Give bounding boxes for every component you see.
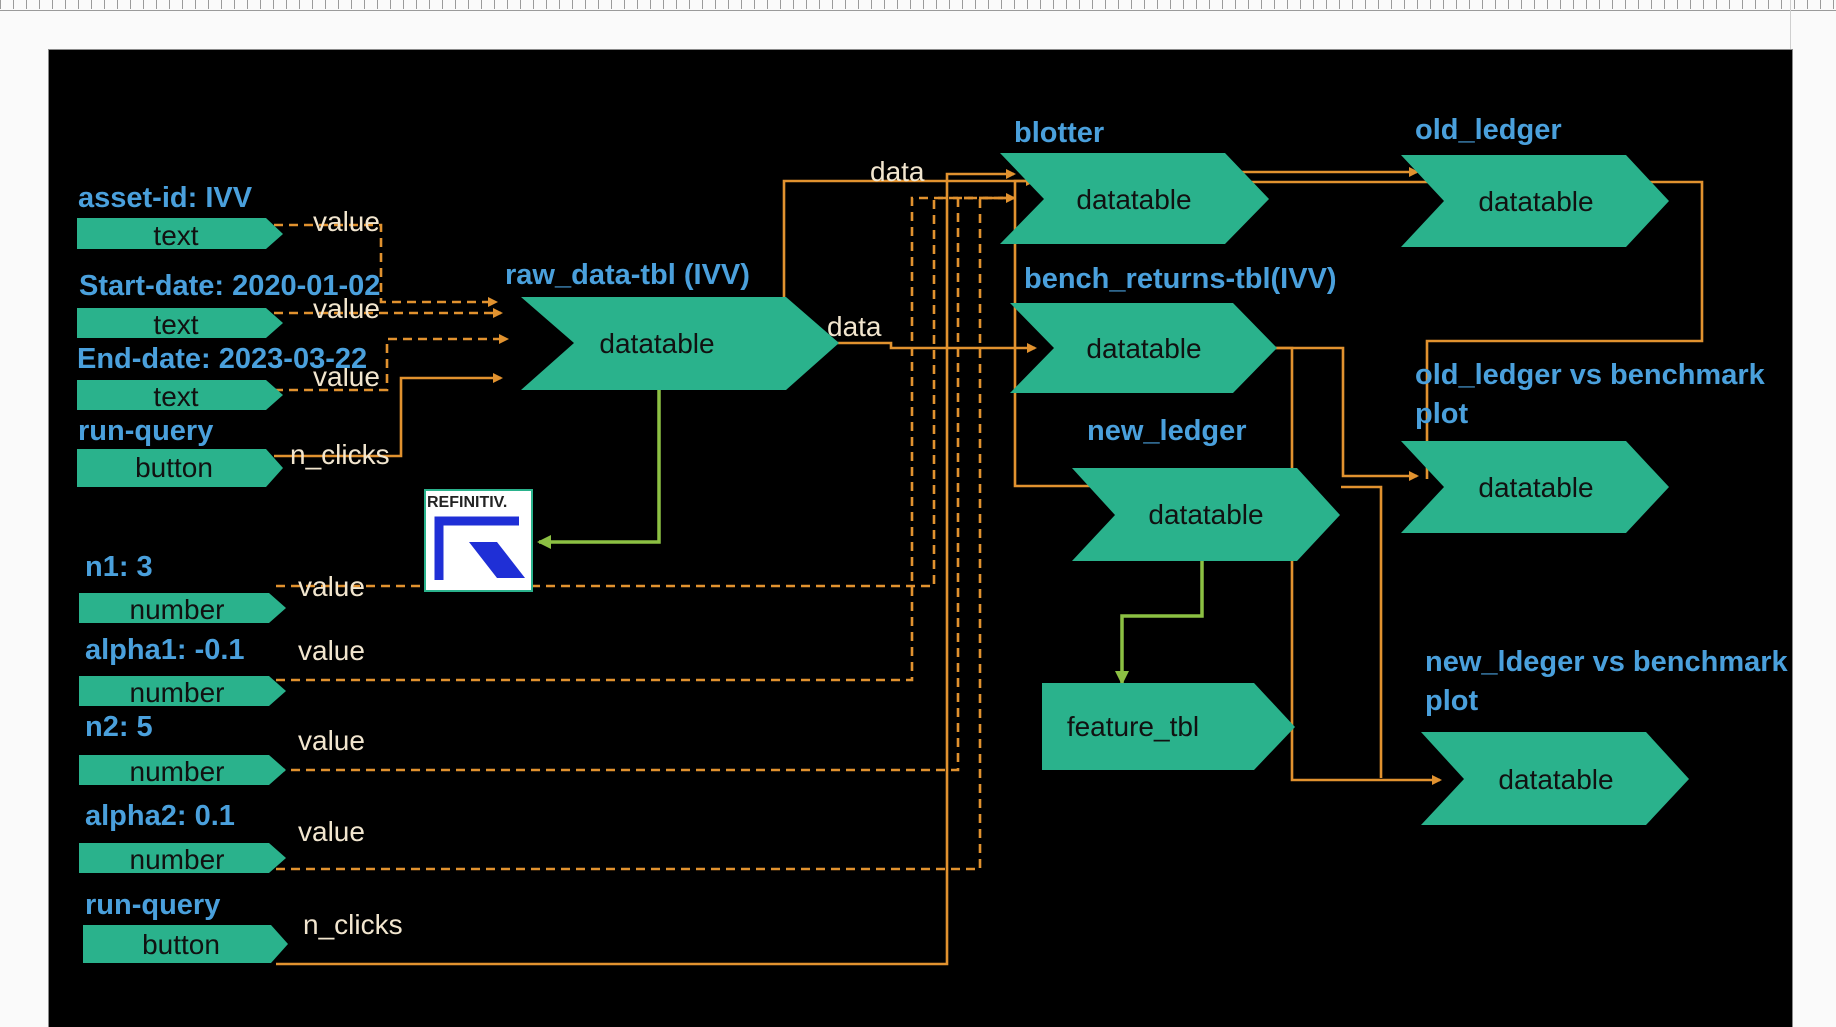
feature-tbl-shape bbox=[1042, 683, 1295, 770]
run-query-button-2[interactable]: run-query button bbox=[83, 889, 288, 963]
edge-label-data-mid: data bbox=[827, 311, 882, 342]
edge-alpha1-to-blotter bbox=[276, 196, 1014, 682]
new-ledger-node[interactable]: new_ledger datatable bbox=[1072, 415, 1340, 561]
edge-label-alpha1: value bbox=[298, 635, 365, 666]
diagram-canvas: value value value n_clicks value value v… bbox=[48, 49, 1793, 1027]
refinitiv-logo: REFINITIV. bbox=[424, 489, 533, 592]
run-query-shape-1 bbox=[77, 449, 283, 487]
new-ledger-title: new_ledger bbox=[1087, 415, 1247, 447]
refinitiv-logo-text: REFINITIV. bbox=[427, 494, 507, 511]
run-query-type-2: button bbox=[142, 929, 220, 960]
edge-bench-to-new-vs-bench bbox=[1257, 346, 1442, 785]
old-vs-bench-title-1: old_ledger vs benchmark bbox=[1415, 359, 1766, 391]
alpha1-shape bbox=[79, 676, 286, 706]
asset-id-type: text bbox=[153, 220, 198, 251]
blotter-node[interactable]: blotter datatable bbox=[1000, 117, 1269, 244]
blotter-title: blotter bbox=[1014, 117, 1104, 149]
bench-returns-shape bbox=[1010, 303, 1277, 393]
edge-bench-to-old-vs-bench bbox=[1257, 346, 1419, 481]
edge-label-n1: value bbox=[298, 571, 365, 602]
n1-shape bbox=[79, 593, 286, 623]
old-ledger-node[interactable]: old_ledger datatable bbox=[1401, 114, 1669, 247]
edge-label-run-query: n_clicks bbox=[290, 439, 390, 470]
n1-input[interactable]: n1: 3 number bbox=[79, 551, 286, 625]
run-query-button-1[interactable]: run-query button bbox=[77, 415, 283, 487]
n2-title: n2: 5 bbox=[85, 711, 153, 743]
old-ledger-type: datatable bbox=[1478, 186, 1593, 217]
raw-data-shape bbox=[521, 297, 839, 390]
edge-n1-to-blotter bbox=[276, 193, 1016, 588]
run-query-type-1: button bbox=[135, 452, 213, 483]
edge-label-data-top: data bbox=[870, 156, 925, 187]
old-ledger-title: old_ledger bbox=[1415, 114, 1562, 146]
alpha2-input[interactable]: alpha2: 0.1 number bbox=[79, 800, 286, 875]
edge-run-query-to-raw-data bbox=[274, 373, 503, 458]
edge-label-end-date: value bbox=[313, 361, 380, 392]
old-vs-bench-shape bbox=[1401, 441, 1669, 533]
start-date-title: Start-date: 2020-01-02 bbox=[79, 270, 380, 302]
new-ledger-shape bbox=[1072, 468, 1340, 561]
asset-id-shape bbox=[77, 218, 283, 249]
edge-label-asset-id: value bbox=[313, 206, 380, 237]
n2-input[interactable]: n2: 5 number bbox=[79, 711, 286, 787]
alpha2-type: number bbox=[130, 844, 225, 875]
alpha1-type: number bbox=[130, 677, 225, 708]
feature-tbl-label: feature_tbl bbox=[1067, 711, 1199, 742]
n1-type: number bbox=[130, 594, 225, 625]
edge-new-ledger-to-new-vs-bench bbox=[1341, 485, 1383, 778]
old-ledger-shape bbox=[1401, 155, 1669, 247]
n1-title: n1: 3 bbox=[85, 551, 153, 583]
raw-data-node[interactable]: raw_data-tbl (IVV) datatable bbox=[505, 259, 839, 390]
top-ruler bbox=[0, 0, 1836, 11]
bench-returns-node[interactable]: bench_returns-tbl(IVV) datatable bbox=[1010, 263, 1337, 393]
alpha2-title: alpha2: 0.1 bbox=[85, 800, 235, 832]
new-vs-bench-shape bbox=[1421, 732, 1689, 825]
edge-label-n2: value bbox=[298, 725, 365, 756]
new-vs-bench-title-1: new_ldeger vs benchmark bbox=[1425, 646, 1789, 678]
end-date-title: End-date: 2023-03-22 bbox=[77, 343, 367, 375]
asset-id-input[interactable]: asset-id: IVV text bbox=[77, 182, 283, 251]
new-vs-bench-node[interactable]: new_ldeger vs benchmark plot datatable bbox=[1421, 646, 1789, 825]
new-ledger-type: datatable bbox=[1148, 499, 1263, 530]
run-query-title-1: run-query bbox=[78, 415, 213, 447]
refinitiv-mark-icon bbox=[434, 516, 519, 580]
blotter-shape bbox=[1000, 153, 1269, 244]
run-query-shape-2 bbox=[83, 925, 288, 963]
alpha2-shape bbox=[79, 843, 286, 873]
alpha1-title: alpha1: -0.1 bbox=[85, 634, 245, 666]
blotter-type: datatable bbox=[1076, 184, 1191, 215]
end-date-shape bbox=[77, 380, 283, 410]
run-query-title-2: run-query bbox=[85, 889, 220, 921]
start-date-type: text bbox=[153, 309, 198, 340]
edge-new-ledger-feature-tbl bbox=[1115, 535, 1209, 685]
edge-run-query2-to-blotter bbox=[276, 169, 1016, 966]
n2-shape bbox=[79, 755, 286, 785]
new-vs-bench-title-2: plot bbox=[1425, 685, 1478, 717]
asset-id-title: asset-id: IVV bbox=[78, 182, 253, 214]
old-vs-bench-title-2: plot bbox=[1415, 398, 1468, 430]
bench-returns-title: bench_returns-tbl(IVV) bbox=[1024, 263, 1337, 295]
edge-alpha2-to-blotter bbox=[276, 196, 1014, 871]
edge-label-alpha2: value bbox=[298, 816, 365, 847]
n2-type: number bbox=[130, 756, 225, 787]
old-vs-bench-node[interactable]: old_ledger vs benchmark plot datatable bbox=[1401, 359, 1766, 533]
bench-returns-type: datatable bbox=[1086, 333, 1201, 364]
raw-data-title: raw_data-tbl (IVV) bbox=[505, 259, 750, 291]
edge-label-run-query2: n_clicks bbox=[303, 909, 403, 940]
edge-raw-data-refinitiv bbox=[537, 373, 666, 549]
refinitiv-mark-shape bbox=[469, 542, 525, 578]
raw-data-type: datatable bbox=[599, 328, 714, 359]
feature-tbl-node[interactable]: feature_tbl bbox=[1042, 683, 1295, 770]
dataflow-diagram: value value value n_clicks value value v… bbox=[77, 114, 1789, 966]
new-vs-bench-type: datatable bbox=[1498, 764, 1613, 795]
edge-asset-id-to-raw-data bbox=[274, 223, 498, 307]
end-date-type: text bbox=[153, 381, 198, 412]
alpha1-input[interactable]: alpha1: -0.1 number bbox=[79, 634, 286, 708]
start-date-shape bbox=[77, 308, 283, 338]
old-vs-bench-type: datatable bbox=[1478, 472, 1593, 503]
edge-end-date-to-raw-data bbox=[274, 334, 509, 392]
end-date-input[interactable]: End-date: 2023-03-22 text bbox=[77, 343, 367, 412]
start-date-input[interactable]: Start-date: 2020-01-02 text bbox=[77, 270, 380, 340]
edge-label-start-date: value bbox=[313, 293, 380, 324]
